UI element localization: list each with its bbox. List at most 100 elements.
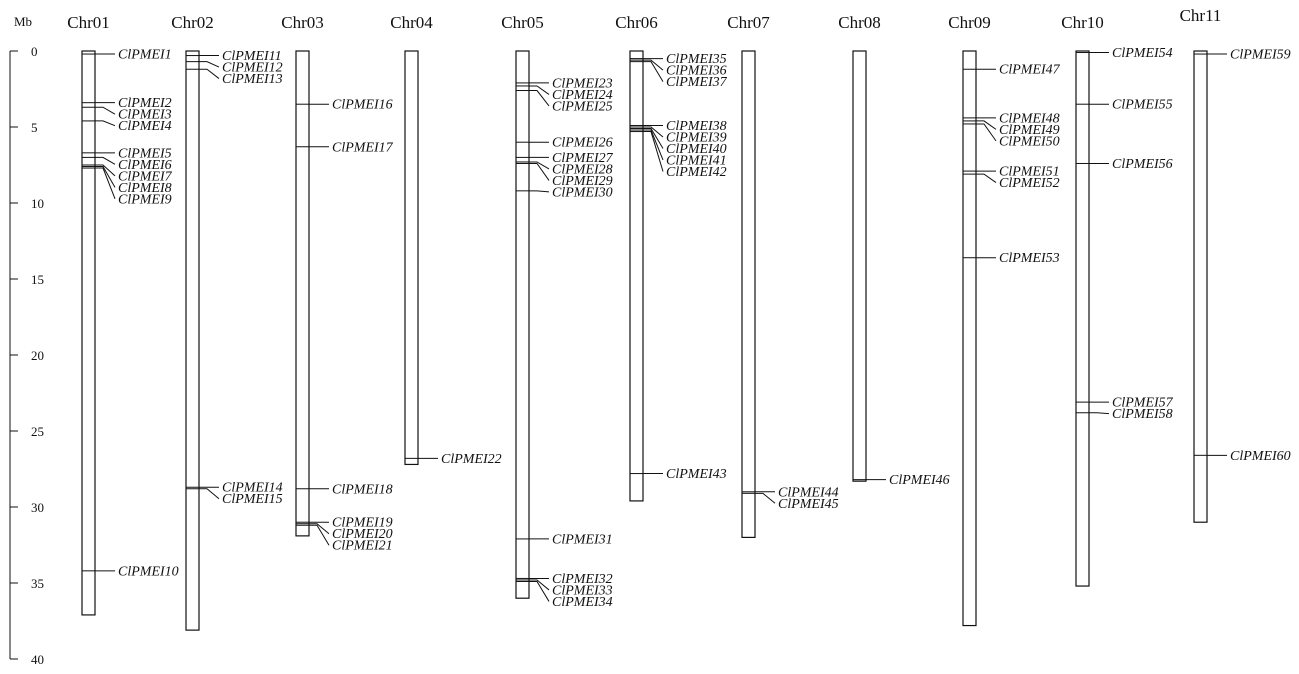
gene-label: ClPMEI19: [332, 516, 393, 531]
chromosome-bar: [404, 50, 419, 466]
gene-label: ClPMEI3: [118, 108, 172, 123]
gene-label: ClPMEI2: [118, 96, 172, 111]
gene-label: ClPMEI42: [666, 165, 727, 180]
chromosome-chr09: Chr09ClPMEI47ClPMEI48ClPMEI49ClPMEI50ClP…: [948, 13, 1061, 627]
gene-label: ClPMEI13: [222, 72, 283, 87]
gene-label: ClPMEI40: [666, 142, 727, 157]
chromosome-title: Chr08: [838, 13, 881, 32]
gene-label: ClPMEI38: [666, 119, 727, 134]
gene-label: ClPMEI49: [999, 123, 1060, 138]
chromosome-chr03: Chr03ClPMEI16ClPMEI17ClPMEI18ClPMEI19ClP…: [281, 13, 393, 554]
gene-label: ClPMEI45: [778, 497, 839, 512]
gene-label: ClPMEI23: [552, 76, 613, 91]
gene-label: ClPMEI10: [118, 564, 179, 579]
gene-connector: [529, 161, 550, 170]
gene-connector: [976, 120, 997, 130]
gene-label: ClPMEI15: [222, 492, 283, 507]
gene-connector: [529, 85, 550, 95]
gene-label: ClPMEI52: [999, 176, 1060, 191]
gene-label: ClPMEI50: [999, 134, 1060, 149]
chromosome-bar: [852, 50, 867, 482]
chromosome-title: Chr07: [727, 13, 770, 32]
chromosome-bar: [962, 50, 977, 627]
gene-label: ClPMEI17: [332, 140, 394, 155]
gene-connector: [95, 120, 116, 127]
gene-label: ClPMEI6: [118, 158, 172, 173]
gene-label: ClPMEI4: [118, 119, 172, 134]
gene-label: ClPMEI22: [441, 452, 502, 467]
gene-connector: [643, 59, 664, 71]
gene-connector: [199, 488, 220, 500]
gene-connector: [1089, 412, 1110, 415]
gene-label: ClPMEI39: [666, 130, 727, 145]
gene-label: ClPMEI44: [778, 485, 839, 500]
chromosome-title: Chr02: [171, 13, 214, 32]
gene-connector: [309, 524, 330, 546]
gene-label: ClPMEI8: [118, 181, 172, 196]
chromosome-chr05: Chr05ClPMEI23ClPMEI24ClPMEI25ClPMEI26ClP…: [501, 13, 613, 610]
axis-tick-label: 30: [31, 500, 44, 515]
chromosome-bar: [515, 50, 530, 599]
gene-label: ClPMEI37: [666, 75, 728, 90]
chromosome-bar: [629, 50, 644, 502]
gene-connector: [529, 190, 550, 193]
chromosome-title: Chr10: [1061, 13, 1104, 32]
gene-connector: [95, 106, 116, 115]
gene-label: ClPMEI32: [552, 572, 613, 587]
gene-label: ClPMEI60: [1230, 449, 1291, 464]
gene-connector: [95, 156, 116, 165]
gene-connector: [199, 68, 220, 79]
gene-label: ClPMEI48: [999, 111, 1060, 126]
gene-connector: [529, 579, 550, 591]
chromosome-title: Chr03: [281, 13, 324, 32]
gene-connector: [976, 123, 997, 142]
gene-label: ClPMEI24: [552, 88, 613, 103]
axis-tick-label: 15: [31, 272, 44, 287]
gene-label: ClPMEI20: [332, 527, 393, 542]
gene-label: ClPMEI26: [552, 136, 613, 151]
gene-label: ClPMEI53: [999, 251, 1060, 266]
gene-label: ClPMEI56: [1112, 157, 1173, 172]
gene-connector: [529, 90, 550, 107]
chromosome-chr01: Chr01ClPMEI1ClPMEI2ClPMEI3ClPMEI4ClPMEI5…: [67, 13, 179, 616]
gene-label: ClPMEI41: [666, 153, 727, 168]
gene-connector: [643, 61, 664, 82]
chromosome-bar: [295, 50, 310, 537]
chromosome-title: Chr09: [948, 13, 991, 32]
gene-label: ClPMEI43: [666, 467, 727, 482]
gene-label: ClPMEI55: [1112, 98, 1173, 113]
axis-tick-label: 0: [31, 44, 38, 59]
axis-tick-label: 20: [31, 348, 44, 363]
gene-label: ClPMEI9: [118, 192, 172, 207]
gene-connector: [529, 580, 550, 602]
gene-label: ClPMEI58: [1112, 407, 1173, 422]
gene-connector: [643, 128, 664, 149]
gene-connector: [309, 523, 330, 535]
chromosome-chr02: Chr02ClPMEI11ClPMEI12ClPMEI13ClPMEI14ClP…: [171, 13, 283, 631]
chromosome-bar: [1193, 50, 1208, 523]
gene-label: ClPMEI12: [222, 61, 283, 76]
gene-connector: [95, 164, 116, 177]
gene-connector: [643, 131, 664, 172]
axis-tick-label: 10: [31, 196, 44, 211]
gene-label: ClPMEI14: [222, 481, 283, 496]
gene-label: ClPMEI11: [222, 49, 282, 64]
gene-connector: [755, 492, 776, 504]
gene-connector: [95, 166, 116, 188]
gene-connector: [529, 162, 550, 181]
gene-label: ClPMEI25: [552, 99, 613, 114]
gene-label: ClPMEI33: [552, 583, 613, 598]
gene-label: ClPMEI18: [332, 482, 393, 497]
axis-tick-label: 25: [31, 424, 44, 439]
chromosome-bar: [185, 50, 200, 631]
gene-connector: [95, 167, 116, 200]
gene-label: ClPMEI46: [889, 473, 950, 488]
gene-label: ClPMEI47: [999, 63, 1061, 78]
gene-label: ClPMEI16: [332, 98, 393, 113]
